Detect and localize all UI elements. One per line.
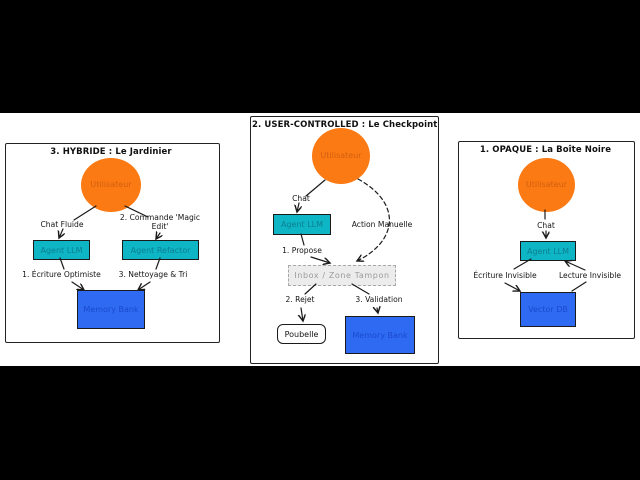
user-circle: Utilisateur: [81, 158, 141, 212]
edge-label-validation: 3. Validation: [355, 295, 403, 304]
user-circle: Utilisateur: [518, 158, 575, 212]
edge-label-ecriture-optimiste: 1. Écriture Optimiste: [22, 270, 101, 279]
user-label: Utilisateur: [525, 180, 568, 190]
agent-llm-node: Agent LLM: [273, 214, 331, 235]
edge-label-chat: Chat: [292, 194, 310, 203]
agent-llm-node: Agent LLM: [33, 240, 90, 260]
edge-label-propose: 1. Propose: [282, 246, 322, 255]
edge-label-action-manuelle: Action Manuelle: [351, 220, 413, 229]
inbox-zone-tampon-node: Inbox / Zone Tampon: [288, 265, 396, 286]
poubelle-node: Poubelle: [277, 324, 326, 344]
panel-checkpoint-title: 2. USER-CONTROLLED : Le Checkpoint: [252, 120, 438, 130]
memory-bank-node: Memory Bank: [77, 290, 145, 329]
panel-hybride-title: 3. HYBRIDE : Le Jardinier: [50, 147, 172, 157]
edge-label-chat: Chat: [537, 221, 555, 230]
user-label: Utilisateur: [320, 151, 362, 161]
edge-label-lecture-invisible: Lecture Invisible: [558, 271, 622, 280]
user-label: Utilisateur: [90, 180, 132, 190]
edge-label-magic-edit: 2. Commande 'Magic Edit': [119, 213, 201, 231]
user-circle: Utilisateur: [312, 128, 370, 184]
edge-label-chat-fluide: Chat Fluide: [40, 220, 84, 229]
agent-refactor-node: Agent Refactor: [122, 240, 199, 260]
panel-opaque-title: 1. OPAQUE : La Boîte Noire: [479, 145, 612, 155]
edge-label-nettoyage-tri: 3. Nettoyage & Tri: [118, 270, 188, 279]
agent-llm-node: Agent LLM: [520, 241, 576, 261]
edge-label-rejet: 2. Rejet: [285, 295, 315, 304]
memory-bank-node: Memory Bank: [345, 316, 415, 354]
vector-db-node: Vector DB: [520, 292, 576, 327]
edge-label-ecriture-invisible: Écriture Invisible: [473, 271, 537, 280]
